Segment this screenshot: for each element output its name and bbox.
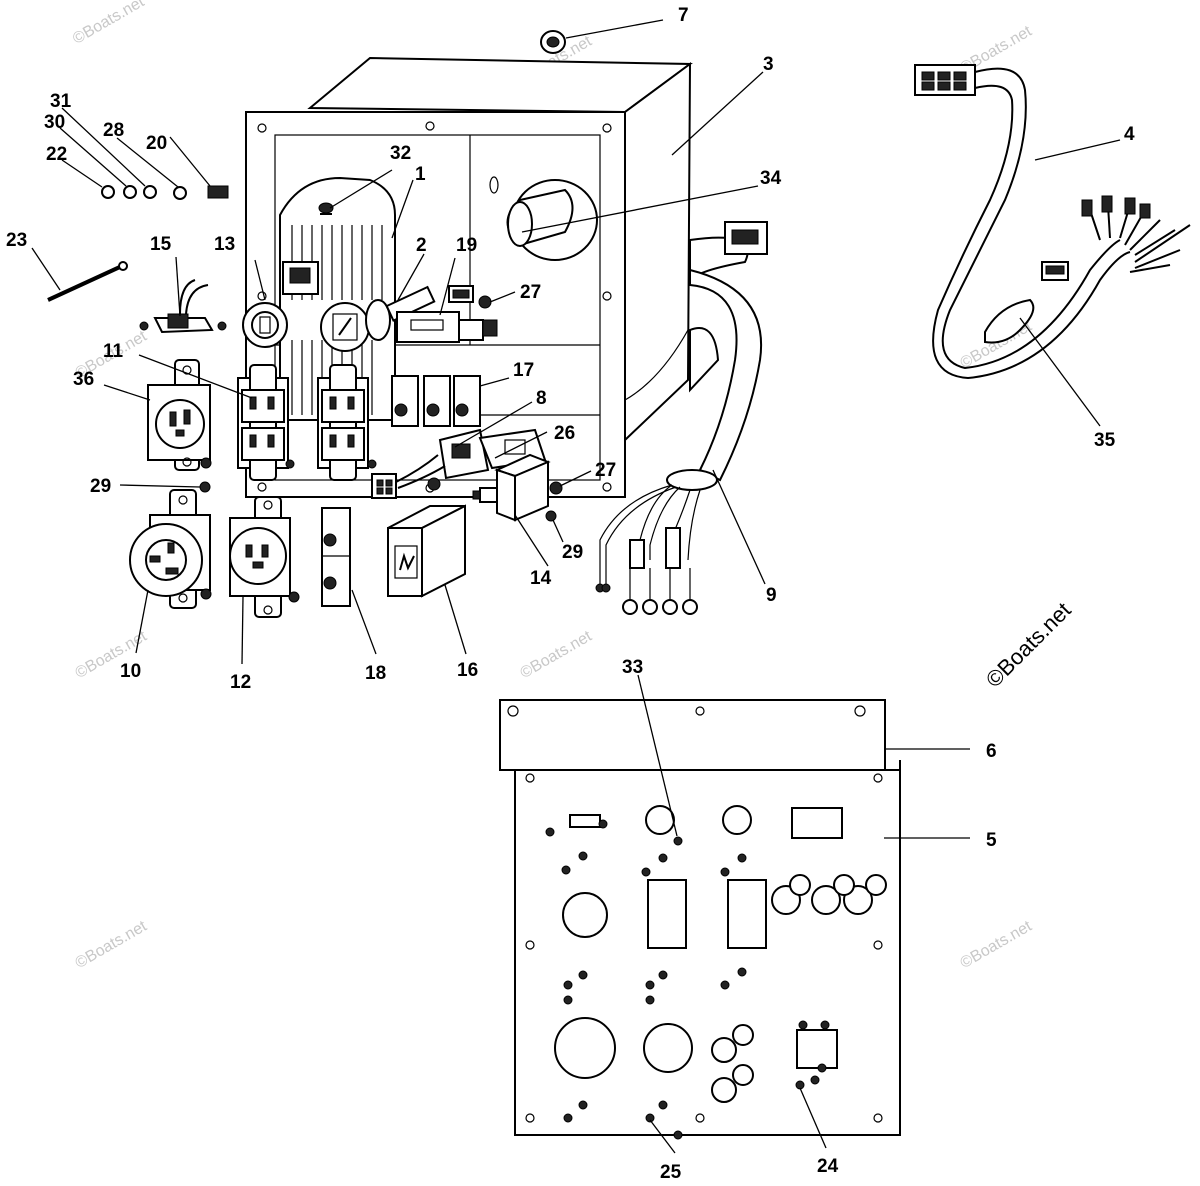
screw [318,202,334,215]
callout-26: 26 [554,423,575,444]
cable-tie [47,261,128,302]
callout-12: 12 [230,672,251,693]
callout-15: 15 [150,234,172,255]
callout-33: 33 [622,657,643,678]
twist-lock-receptacle-large [129,489,212,609]
control-panel [514,760,901,1140]
callout-6: 6 [986,741,997,762]
callout-9: 9 [766,585,777,606]
breaker-knob [506,179,598,261]
hardware-nuts [101,185,229,200]
callout-10: 10 [120,661,141,682]
callout-17: 17 [513,360,534,381]
fuse-holder [242,261,319,348]
relay [472,453,551,522]
callout-24: 24 [817,1156,839,1177]
callout-18: 18 [365,663,386,684]
duplex-receptacle [317,364,377,481]
callout-27-upper: 27 [520,282,541,303]
remote-harness [914,64,1191,380]
callout-11: 11 [103,341,124,362]
callout-36: 36 [73,369,94,390]
control-module [387,504,466,598]
callout-29-left: 29 [90,476,111,497]
callout-13: 13 [214,234,235,255]
callout-30: 30 [44,112,65,133]
callout-31: 31 [50,91,72,112]
callout-8: 8 [536,388,547,409]
watermark: ©Boats.net [958,917,1036,972]
callout-4: 4 [1124,124,1135,145]
toggle-switch [139,279,227,334]
grommet [540,30,566,54]
duplex-receptacle [237,364,295,481]
breaker-pair [321,507,351,607]
leader-lines [31,19,1121,1154]
callout-27-lower: 27 [595,460,616,481]
callout-16: 16 [457,660,478,681]
callout-25: 25 [660,1162,682,1183]
callout-7: 7 [678,5,689,26]
nut [199,481,211,493]
panel-top-plate [499,699,886,771]
callout-3: 3 [763,54,774,75]
watermark: ©Boats.net [518,627,596,682]
callout-labels: 1 2 3 4 5 6 7 8 9 10 11 12 13 14 15 16 1… [6,5,1135,1183]
callout-20: 20 [146,133,167,154]
callout-22: 22 [46,144,67,165]
callout-14: 14 [530,568,552,589]
watermark: ©Boats.net [73,917,151,972]
circuit-breakers [391,375,481,427]
watermark: ©Boats.net [70,0,148,48]
wire-harness [595,221,768,615]
nut [545,510,557,522]
callout-5: 5 [986,830,997,851]
receptacle [229,496,300,618]
terminal-module [396,285,498,343]
callout-34: 34 [760,168,782,189]
twist-lock-receptacle [147,359,212,471]
callout-32: 32 [390,143,411,164]
screw [478,295,492,309]
callout-19: 19 [456,235,477,256]
watermark-large: ©Boats.net [981,597,1076,692]
callout-2: 2 [416,235,427,256]
callout-28: 28 [103,120,124,141]
callout-23: 23 [6,230,27,251]
callout-35: 35 [1094,430,1116,451]
callout-29-right: 29 [562,542,583,563]
screw [549,481,563,495]
callout-1: 1 [415,164,426,185]
